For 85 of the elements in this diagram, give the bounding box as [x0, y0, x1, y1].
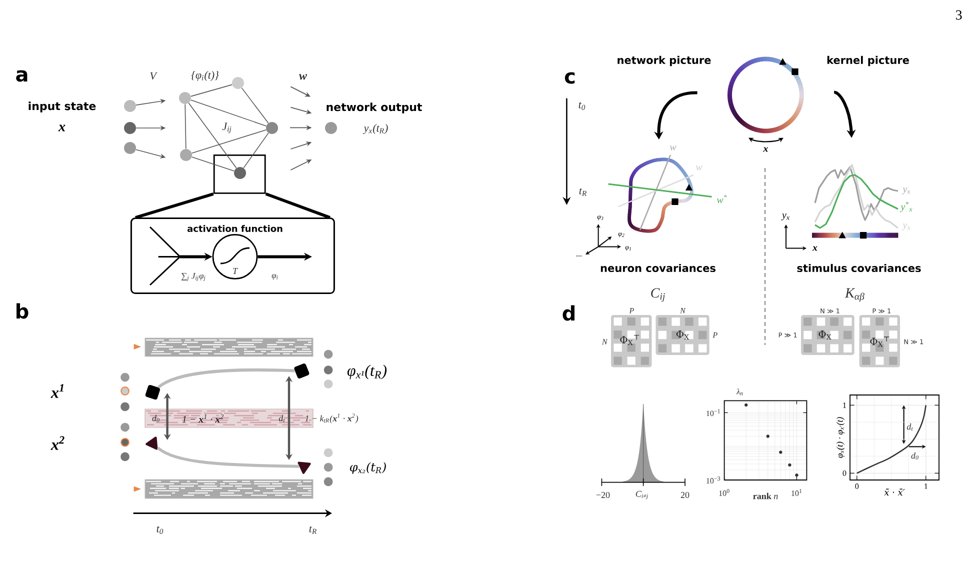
math-label: x$^{2}$: [50, 436, 64, 450]
edge-label: ∑$_{j}$ J$_{ij}$φ$_{j}$: [180, 272, 207, 282]
output-neuron: [325, 122, 337, 134]
text-label: input state: [28, 102, 96, 112]
math-label: w$^{*}$: [716, 194, 727, 204]
axis-label: C$_{i≠j}$: [636, 490, 648, 500]
math-label: K$_{αβ}$: [844, 288, 864, 302]
band-label: d$_{0}$: [152, 414, 160, 422]
raster-plot: [144, 338, 314, 357]
edge-label: φ$_{i}$: [270, 273, 280, 281]
panel-letter: b: [16, 303, 28, 319]
tick-label: −20: [596, 492, 610, 498]
neuron: [266, 122, 278, 134]
text-label: neuron covariances: [600, 264, 716, 272]
matrix-tile: Φ$_{X}$: [656, 315, 710, 355]
math-label: d$_{t}$: [906, 423, 913, 431]
connector-line: [243, 132, 269, 168]
math-label: y$_{x}$: [781, 214, 790, 220]
axis-label: λ$_{n}$: [736, 388, 743, 396]
connector-line: [265, 192, 330, 219]
neuron: [234, 167, 246, 179]
page-number: 3: [956, 10, 962, 20]
input-neuron: [124, 122, 136, 134]
x-axis-title: x̄ · x̄′: [884, 488, 905, 496]
math-label: V: [150, 72, 158, 80]
math-label: {φ$_{i}$(t)}: [191, 71, 219, 81]
panel-letter: a: [16, 70, 28, 82]
line-series: [856, 404, 927, 474]
tick-label: 10$^{−1}$: [706, 409, 720, 416]
tick-label: 20: [680, 492, 690, 498]
text-label: stimulus covariances: [797, 264, 921, 272]
triangle-marker: [146, 436, 158, 450]
input-neuron: [124, 142, 136, 154]
math-label: t$_{0}$: [156, 526, 164, 534]
math-label: C$_{ij}$: [651, 288, 665, 302]
connector-line: [135, 192, 214, 219]
connector-line: [190, 100, 267, 126]
connector-line: [192, 129, 266, 154]
raster-plot: [144, 479, 314, 499]
size-label: N: [680, 308, 686, 314]
text-label: network output: [326, 102, 422, 114]
overlap-band: [144, 408, 358, 428]
input-neuron: [124, 100, 136, 112]
connector-line: [190, 84, 232, 97]
math-label: y$_{x}$(t$_{R}$): [362, 124, 388, 134]
connector-line: [184, 104, 186, 150]
math-label: x: [763, 147, 768, 152]
math-label: φ$_{x¹}$(t$_{R}$): [347, 364, 387, 380]
connector-line: [192, 156, 235, 172]
panel-letter: d: [562, 305, 574, 321]
math-label: φ$_{x₂}$(t$_{R}$): [350, 462, 386, 474]
band-label: 1 − k$_{tR}$(x$^{1}$ · x$^{2}$): [305, 414, 358, 424]
math-label: x: [58, 124, 66, 132]
size-label: P: [629, 308, 634, 314]
curve-label: y$_{x}$: [902, 188, 910, 194]
panel-letter: c: [564, 72, 575, 84]
size-label: P: [712, 332, 718, 338]
tick-label: 10$^{1}$: [792, 489, 802, 496]
y-axis-title: φ$_{x}$(t) · φ$_{x′}$(t): [836, 417, 845, 458]
connector-line: [241, 88, 269, 124]
color-ring: [727, 56, 804, 134]
connector-line: [158, 368, 295, 389]
connector-line: [156, 446, 300, 468]
axis-label: rank n: [753, 492, 778, 500]
neuron: [232, 77, 244, 89]
manifold-curve: [628, 158, 694, 233]
math-label: d$_{0}$: [911, 452, 918, 460]
math-label: t$_{0}$: [578, 102, 586, 110]
size-label: N: [602, 339, 608, 344]
matrix-tile: Φ$_{X}$: [801, 315, 854, 355]
connector-line: [188, 102, 237, 168]
neuron: [179, 92, 191, 104]
tick-label: 10$^{0}$: [719, 489, 730, 496]
band-label: d$_{t}$: [278, 414, 285, 422]
band-label: 1 − x$^{1}$ · x$^{2}$: [182, 414, 224, 423]
math-label: t$_{R}$: [309, 526, 317, 534]
tick-label: 10$^{−3}$: [706, 476, 720, 484]
text-label: network picture: [618, 56, 711, 66]
neuron: [180, 149, 192, 161]
math-label: x$^{1}$: [50, 384, 64, 398]
math-label: w: [299, 74, 308, 80]
math-label: J$_{ij}$: [222, 122, 232, 134]
math-label: t$_{R}$: [579, 188, 587, 196]
triangle-marker: [298, 462, 311, 474]
text-label: kernel picture: [827, 56, 909, 66]
